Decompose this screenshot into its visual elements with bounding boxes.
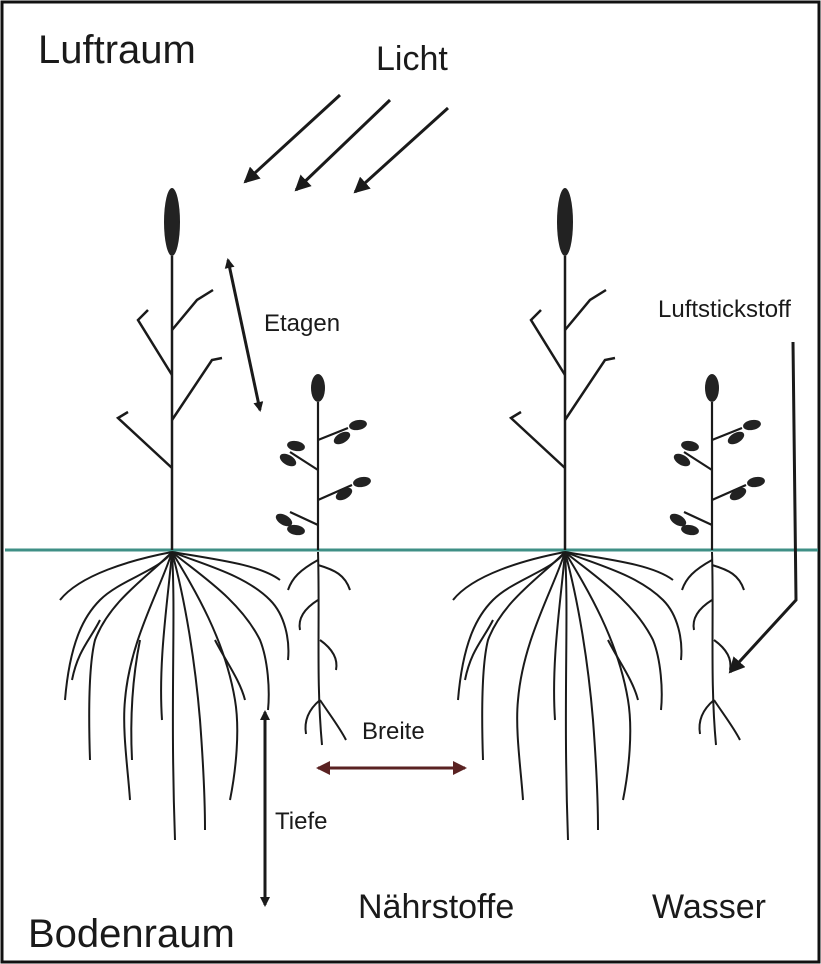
label-etagen: Etagen (264, 310, 340, 338)
label-bodenraum: Bodenraum (28, 912, 235, 957)
label-wasser: Wasser (652, 888, 766, 927)
label-luftraum: Luftraum (38, 28, 196, 73)
label-naehrstoffe: Nährstoffe (358, 888, 514, 927)
label-luftstickstoff: Luftstickstoff (658, 296, 791, 324)
label-breite: Breite (362, 718, 425, 746)
label-tiefe: Tiefe (275, 808, 327, 836)
label-licht: Licht (376, 40, 448, 79)
